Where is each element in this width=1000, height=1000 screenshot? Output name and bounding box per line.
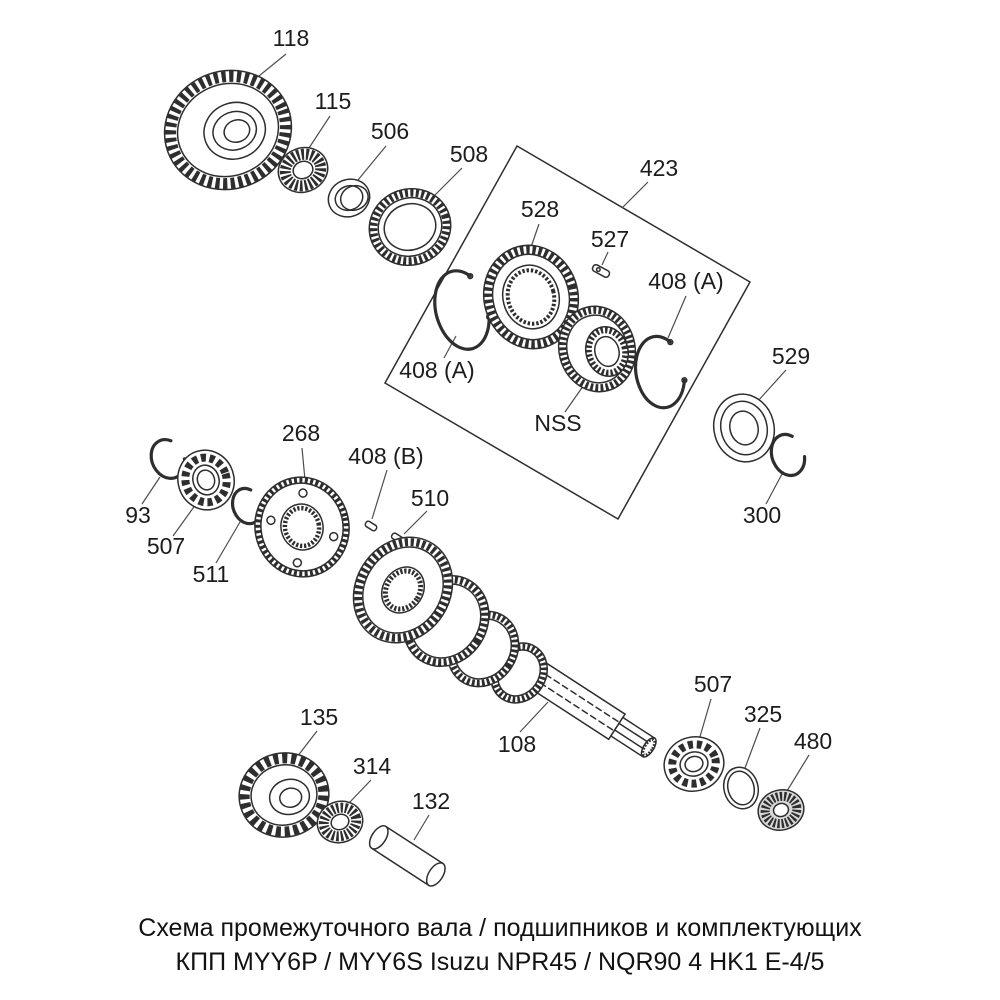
countershaft-108	[352, 536, 657, 758]
pin-132	[368, 825, 446, 887]
key-527	[591, 263, 611, 279]
label-408a-left: 408 (A)	[399, 357, 474, 383]
bearing-314	[316, 800, 364, 844]
synchro-hub-528	[482, 244, 580, 350]
label-nss: NSS	[534, 410, 581, 436]
label-314: 314	[353, 753, 392, 779]
label-507-lower: 507	[694, 671, 732, 697]
gear-118	[163, 69, 293, 191]
caption-line-1: Схема промежуточного вала / подшипников …	[138, 914, 862, 942]
label-135: 135	[300, 704, 338, 730]
label-115: 115	[315, 88, 352, 114]
label-300: 300	[743, 502, 781, 528]
label-93: 93	[125, 502, 151, 528]
label-132: 132	[412, 788, 450, 814]
label-508: 508	[450, 141, 488, 167]
label-108: 108	[498, 731, 536, 757]
label-325: 325	[744, 701, 782, 727]
part-labels: 118 115 506 508 423 528 527 408 (A) 408 …	[125, 25, 832, 814]
washer-529	[712, 393, 776, 463]
label-423: 423	[640, 155, 678, 181]
label-268: 268	[282, 420, 320, 446]
label-527: 527	[591, 226, 629, 252]
hub-nss	[557, 305, 637, 393]
label-511: 511	[193, 561, 230, 587]
gear-268	[254, 476, 350, 578]
ring-gear-508	[368, 187, 452, 267]
group-box-423	[383, 144, 752, 521]
bearing-507-lower	[663, 736, 725, 792]
label-506: 506	[371, 118, 409, 144]
label-528: 528	[521, 196, 559, 222]
label-408b: 408 (B)	[348, 443, 423, 469]
snap-ring-300	[769, 432, 807, 478]
label-408a-right: 408 (A)	[648, 268, 723, 294]
caption: Схема промежуточного вала / подшипников …	[0, 909, 1000, 982]
washer-480	[757, 789, 805, 831]
collar-506	[327, 178, 371, 218]
ring-325	[722, 766, 760, 810]
label-507-upper: 507	[147, 533, 185, 559]
gear-135	[238, 752, 330, 838]
label-480: 480	[794, 728, 832, 754]
snap-ring-408a-right	[634, 334, 688, 410]
label-510: 510	[411, 485, 449, 511]
leader-lines	[141, 53, 810, 841]
caption-line-2: КПП MYY6P / MYY6S Isuzu NPR45 / NQR90 4 …	[175, 948, 825, 976]
bearing-507-upper	[177, 449, 235, 511]
bearing-115	[277, 146, 329, 194]
label-118: 118	[273, 25, 310, 51]
label-529: 529	[772, 343, 810, 369]
pin-408b	[364, 520, 378, 532]
